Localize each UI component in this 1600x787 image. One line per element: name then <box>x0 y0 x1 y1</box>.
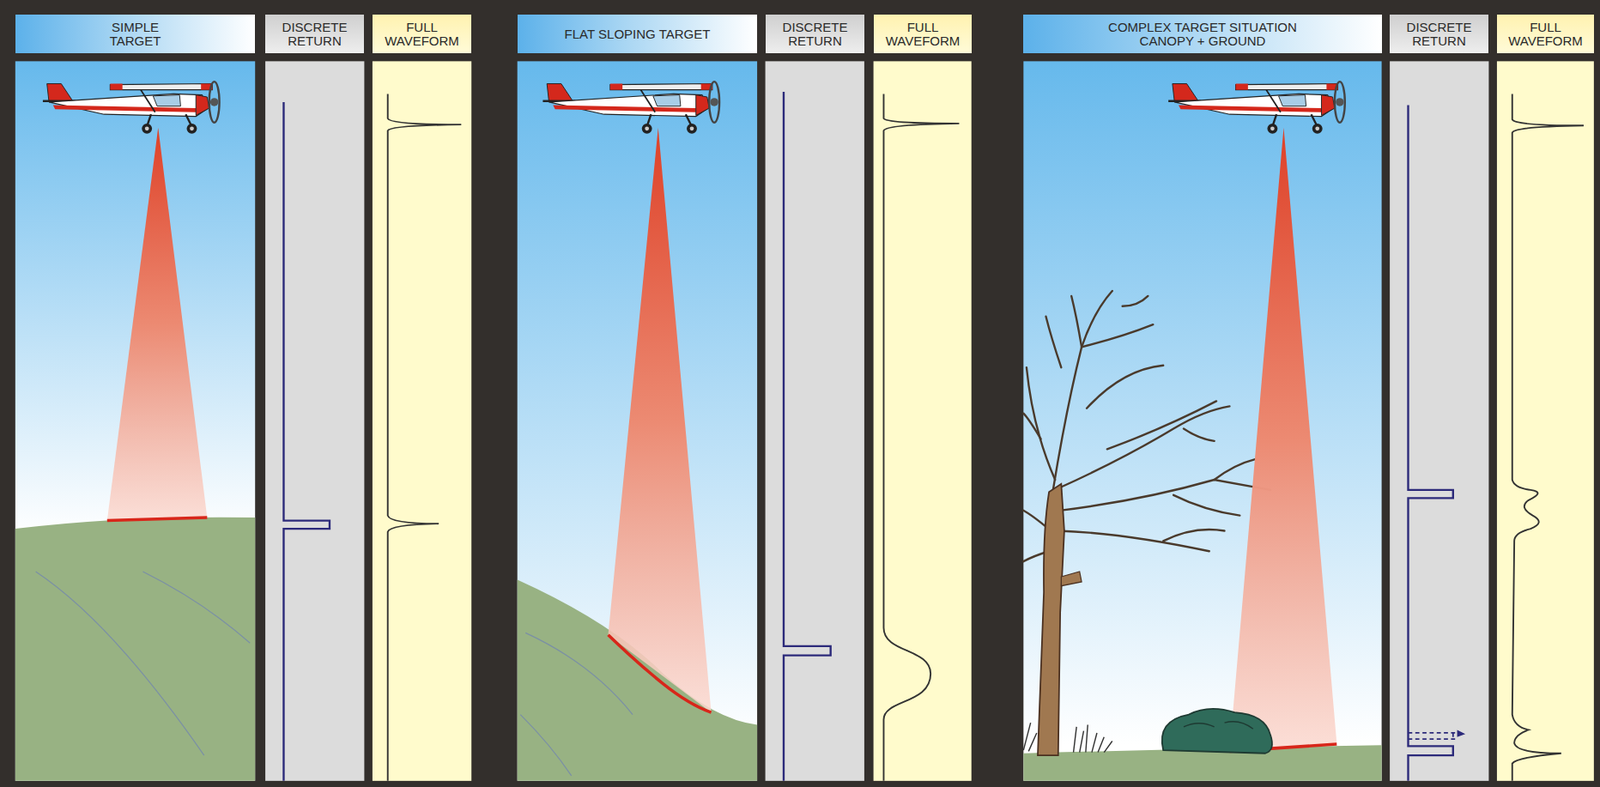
panel-heading: DISCRETE RETURN <box>1393 20 1485 49</box>
heading-box: FULL WAVEFORM <box>372 14 472 54</box>
heading-box: SIMPLE TARGET <box>15 14 255 54</box>
panel-heading: COMPLEX TARGET SITUATION CANOPY + GROUND <box>1090 20 1315 49</box>
heading-box: DISCRETE RETURN <box>265 14 364 54</box>
heading-box: FLAT SLOPING TARGET <box>517 14 758 54</box>
panel-heading: SIMPLE TARGET <box>96 20 175 49</box>
heading-box: FULL WAVEFORM <box>1496 14 1594 54</box>
panel-heading: FLAT SLOPING TARGET <box>564 27 711 42</box>
heading-box: DISCRETE RETURN <box>765 14 865 54</box>
heading-box: FULL WAVEFORM <box>873 14 972 54</box>
panel-heading: DISCRETE RETURN <box>269 20 360 49</box>
panel-heading: FULL WAVEFORM <box>878 20 969 49</box>
panel-heading: FULL WAVEFORM <box>1500 20 1591 49</box>
heading-box: DISCRETE RETURN <box>1389 14 1489 54</box>
panel-heading: DISCRETE RETURN <box>769 20 861 49</box>
heading-box: COMPLEX TARGET SITUATION CANOPY + GROUND <box>1023 14 1382 54</box>
panel-heading: FULL WAVEFORM <box>376 20 467 49</box>
